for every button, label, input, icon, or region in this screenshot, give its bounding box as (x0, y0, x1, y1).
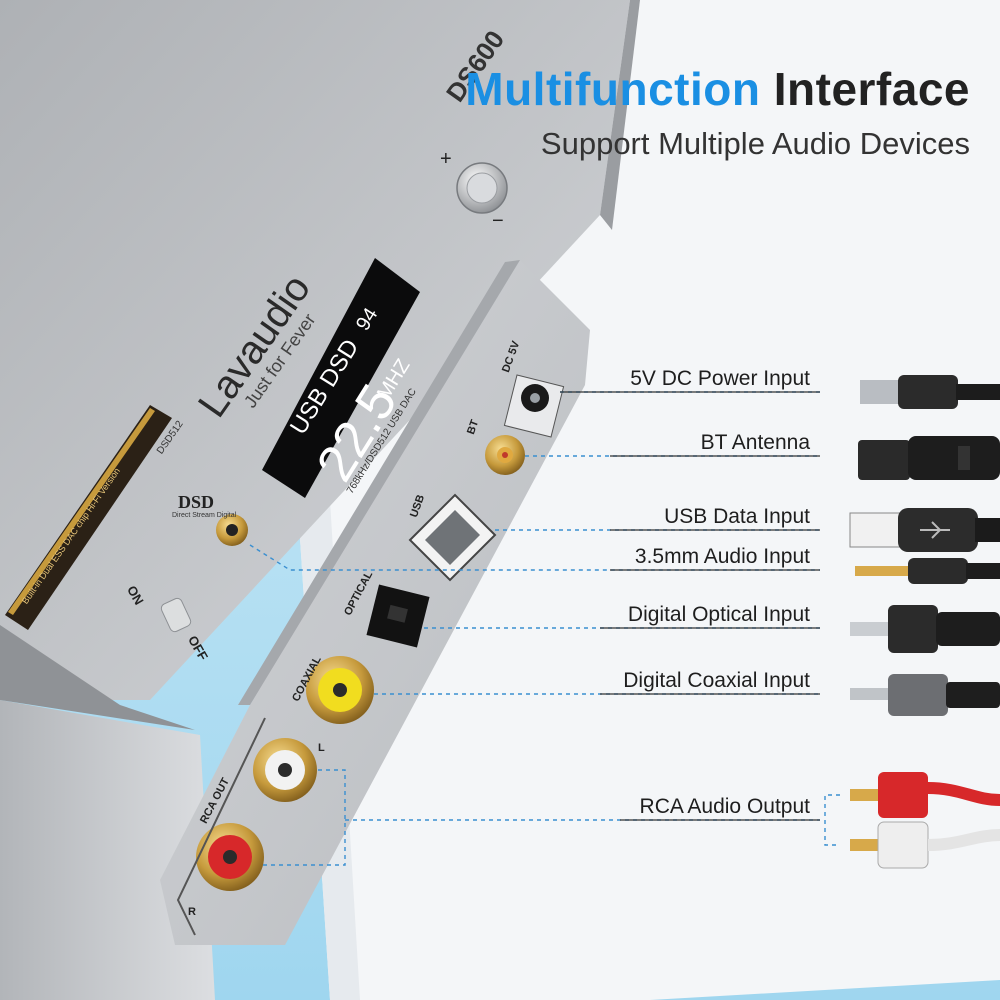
title-accent: Multifunction (465, 63, 761, 115)
callout-rca-output: RCA Audio Output (639, 795, 810, 818)
rca-plug-icon (850, 772, 1000, 869)
callout-underlines (560, 391, 820, 821)
coax-plug-icon (850, 674, 1000, 716)
knob-minus-label: − (492, 210, 504, 232)
title-main: Interface (773, 63, 970, 115)
power-switch (160, 597, 192, 633)
jack-plug-icon (855, 558, 1000, 584)
port-label-right: R (188, 906, 196, 918)
oled-display (262, 258, 420, 498)
antenna-icon (858, 436, 1000, 480)
toslink-plug-icon (850, 605, 1000, 653)
dsd-logo: DSD (178, 492, 215, 512)
device-right-edge (600, 0, 640, 230)
rca-split-bracket (824, 794, 840, 846)
callout-dc-power: 5V DC Power Input (630, 367, 810, 390)
device-front-edge (0, 625, 195, 730)
dsd-subtitle: Direct Stream Digital (172, 512, 237, 519)
callout-digital-optical: Digital Optical Input (627, 603, 810, 626)
usb-b-cable-icon (849, 508, 1000, 552)
callout-digital-coaxial: Digital Coaxial Input (623, 669, 810, 692)
callout-3-5mm-audio: 3.5mm Audio Input (634, 545, 810, 568)
spec-badge (5, 405, 172, 630)
port-label-left: L (318, 742, 325, 754)
knob-plus-label: + (440, 148, 452, 170)
dc-plug-icon (860, 375, 1000, 409)
page-subtitle: Support Multiple Audio Devices (540, 126, 970, 161)
callout-bt-antenna: BT Antenna (700, 431, 810, 454)
callout-usb-data: USB Data Input (664, 505, 810, 528)
back-panel-edge (238, 260, 520, 705)
device-lower-body (0, 700, 215, 1000)
rca-bracket (176, 717, 266, 936)
page-title: Multifunction Interface (465, 62, 970, 116)
